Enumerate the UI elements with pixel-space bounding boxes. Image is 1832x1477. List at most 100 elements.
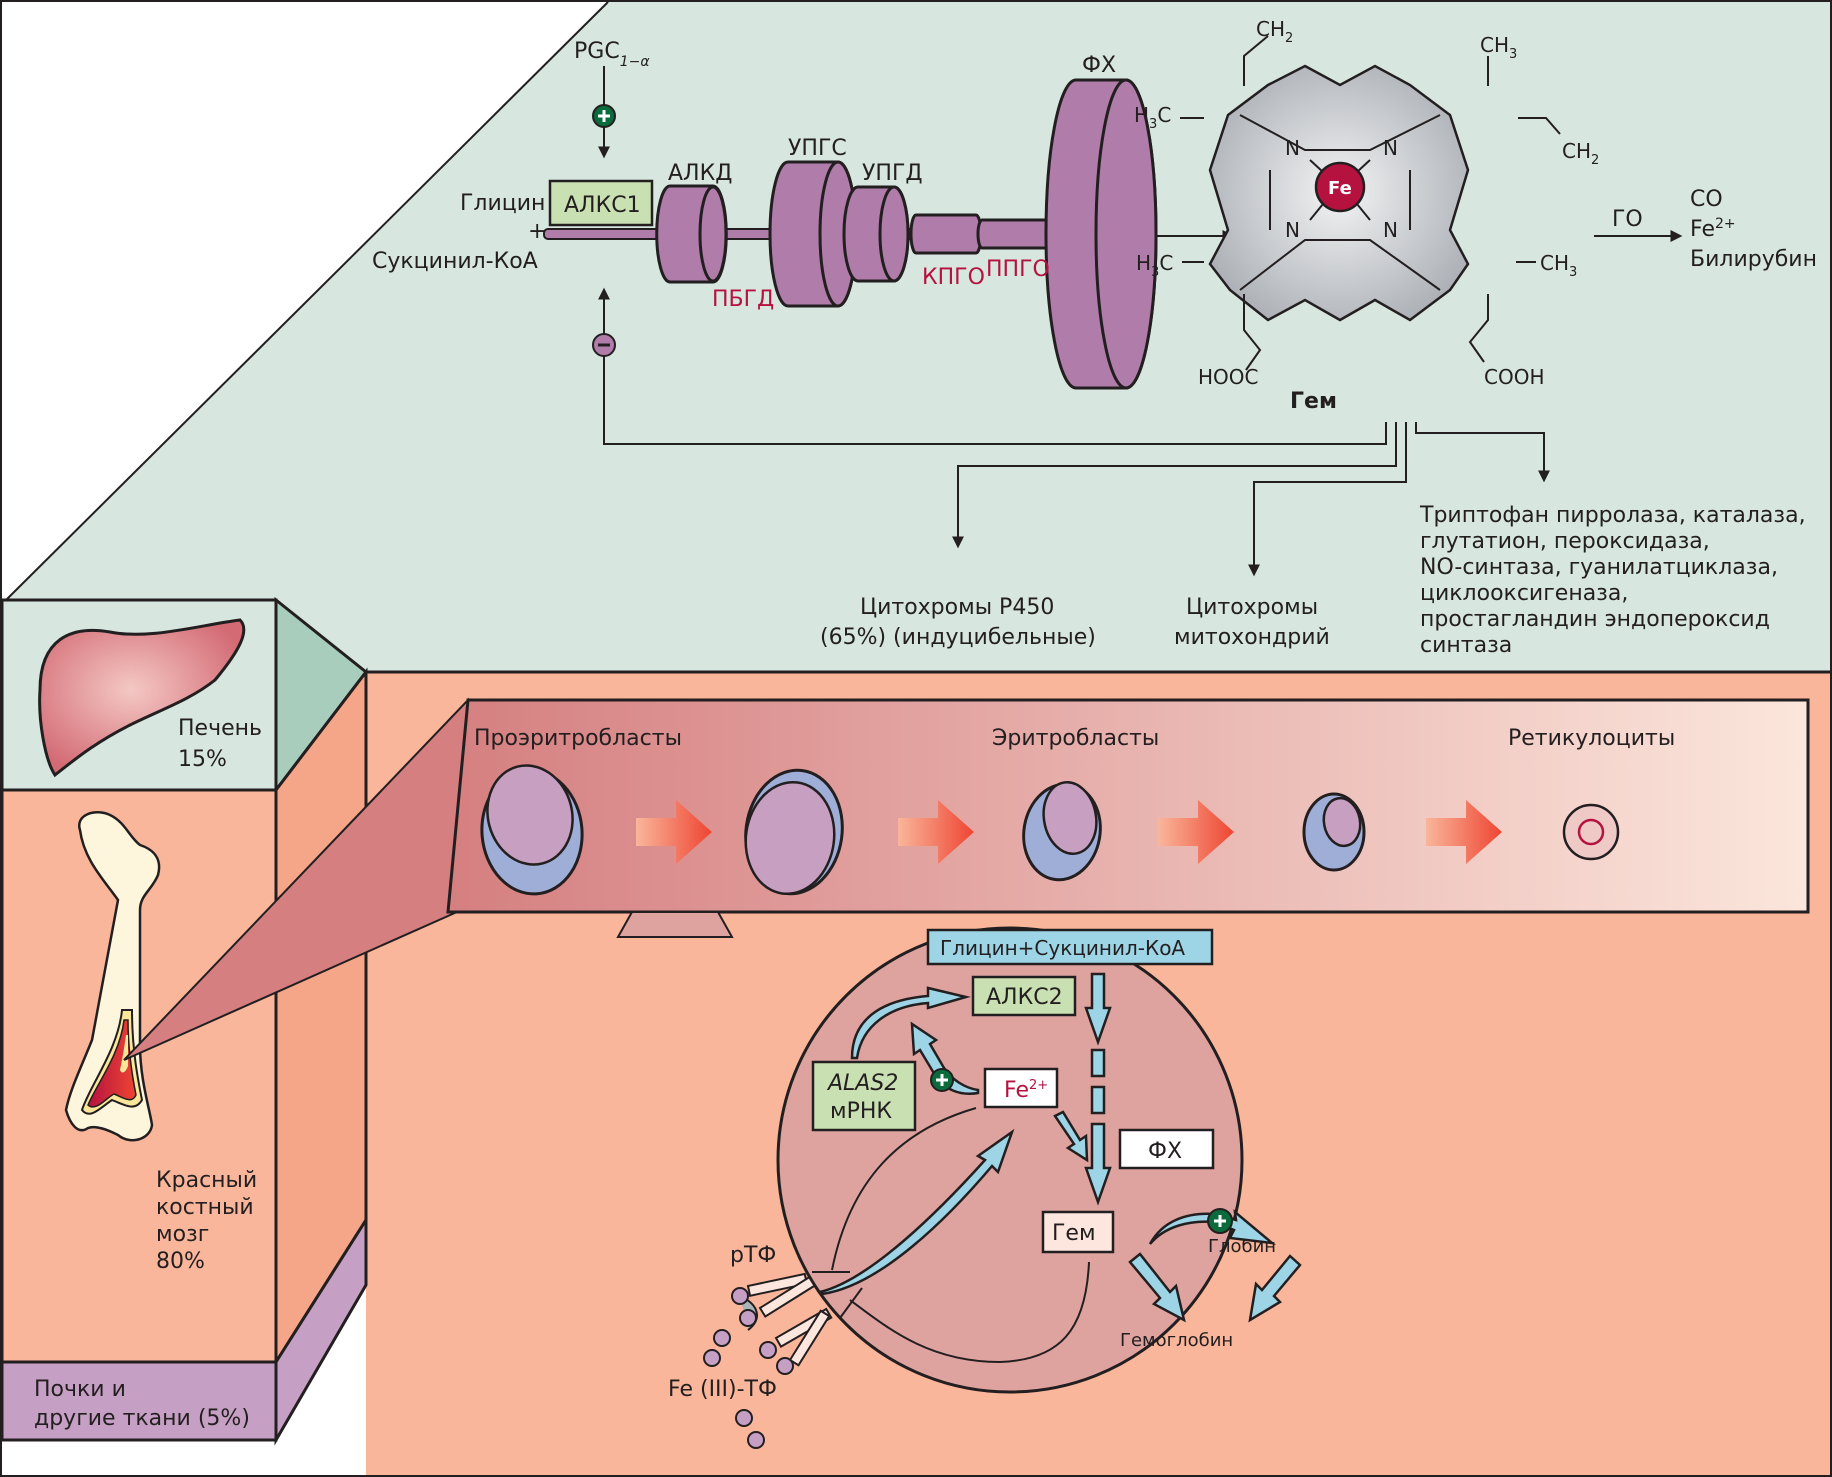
marrow-label-4: 80%: [156, 1249, 205, 1274]
fe-box: [983, 1067, 1059, 1109]
svg-text:глутатион, пероксидаза,: глутатион, пероксидаза,: [1420, 529, 1710, 554]
mito-line-2: митохондрий: [1174, 625, 1330, 650]
p450-line-2: (65%) (индуцибельные): [820, 625, 1096, 650]
cooh-label: COOH: [1484, 365, 1545, 389]
svg-text:N: N: [1383, 136, 1398, 160]
enzyme-fx: ФХ: [1082, 53, 1116, 78]
h3c-top: H3C: [1134, 103, 1171, 132]
ch3-top: CH3: [1480, 33, 1517, 62]
pgc-label: PGC1−α: [574, 39, 650, 70]
stage-proerythroblasts: Проэритробласты: [474, 726, 682, 751]
svg-text:N: N: [1285, 218, 1300, 242]
enzyme-pbgd: ПБГД: [712, 287, 774, 312]
mito-line-1: Цитохромы: [1186, 595, 1318, 620]
liver-icon: [38, 618, 246, 778]
heme-inhibition-line: [849, 1261, 1090, 1364]
maturation-arrow-1: [636, 800, 712, 864]
kpgo-cylinder: [909, 213, 983, 255]
ch2-right: CH2: [1562, 139, 1599, 168]
alas1-box: [548, 179, 654, 227]
heme-molecule: Fe N N N N: [1180, 35, 1561, 371]
enzyme-kpgo: КПГО: [922, 265, 985, 290]
heme-label: Гем: [1290, 389, 1337, 414]
other-hemoproteins: Триптофан пирролаза, каталаза, глутатион…: [1419, 503, 1806, 658]
early-erythroblast-cell: [744, 768, 844, 896]
enzyme-alkd: АЛКД: [668, 161, 732, 186]
maturation-arrow-3: [1158, 800, 1234, 864]
svg-text:N: N: [1383, 218, 1398, 242]
cell-connector: [616, 911, 734, 938]
reticulocyte-cell: [1562, 803, 1620, 861]
upgd-cylinder: [842, 185, 910, 283]
svg-text:Fe: Fe: [1328, 178, 1352, 199]
erythroid-cell: [776, 926, 1244, 1394]
maturation-arrow-2: [898, 800, 974, 864]
alas2-mrna-line2: мРНК: [830, 1099, 892, 1124]
product-bilirubin: Билирубин: [1690, 247, 1817, 272]
alas2-mrna-box: [811, 1060, 917, 1132]
svg-text:циклооксигеназа,: циклооксигеназа,: [1420, 581, 1628, 606]
enzyme-upgs: УПГС: [788, 136, 847, 161]
fe-transferrin-molecules: [703, 1287, 794, 1449]
heme-to-hemoglobin-arrow: [1128, 1252, 1186, 1323]
hooc-label: HOOC: [1198, 365, 1259, 389]
top-panel-diagonal: [1, 1, 609, 605]
maturation-arrow-4: [1426, 800, 1502, 864]
alas2-mrna-line1: ALAS2: [826, 1071, 898, 1096]
p450-line-1: Цитохромы Р450: [860, 595, 1054, 620]
pathway-dash-2: [1090, 1085, 1106, 1115]
svg-text:синтаза: синтаза: [1420, 633, 1512, 658]
hemoglobin-label: Гемоглобин: [1120, 1330, 1233, 1351]
mito-arrow: [1248, 422, 1407, 577]
other-arrow: [1415, 422, 1550, 483]
kidney-label-1: Почки и: [34, 1377, 126, 1402]
svg-text:Триптофан пирролаза, каталаза,: Триптофан пирролаза, каталаза,: [1419, 503, 1806, 528]
kidney-panel: [0, 1360, 278, 1442]
alas2-label: АЛКС2: [986, 985, 1063, 1010]
glycine-label: Глицин: [460, 191, 545, 216]
svg-text:N: N: [1285, 136, 1300, 160]
alas2-box: [971, 975, 1077, 1017]
substrate-box: [926, 928, 1214, 966]
erythroblast-cell: [1022, 781, 1102, 882]
fe-to-alas2-arrow: [910, 1021, 980, 1095]
fe-label: Fe2+: [1004, 1078, 1048, 1103]
fx-label: ФХ: [1148, 1139, 1182, 1164]
marrow-label-3: мозг: [156, 1222, 209, 1247]
ch3-right: CH3: [1540, 251, 1577, 280]
transferrin-receptor: [746, 1272, 833, 1367]
plus-sign: +: [528, 219, 546, 244]
liver-label: Печень: [178, 716, 262, 741]
p450-arrow: [952, 422, 1397, 549]
marrow-label-1: Красный: [156, 1168, 257, 1193]
alkd-cylinder: [655, 184, 728, 284]
svg-text:простагландин эндопероксид: простагландин эндопероксид: [1420, 607, 1770, 632]
uptake-to-fe-arrow: [817, 1128, 1015, 1296]
fx-cylinder: [1044, 78, 1158, 390]
pathway-dash-1: [1090, 1048, 1106, 1078]
ch2-top: CH2: [1256, 17, 1293, 46]
fe-inhibition-line: [831, 1107, 977, 1271]
heme-box-label: Гем: [1052, 1221, 1096, 1246]
proerythroblast-cell: [480, 764, 584, 896]
heme-to-globin-arrow: [1148, 1208, 1277, 1245]
fx-box: [1118, 1128, 1215, 1170]
svg-text:NO-синтаза, гуанилатциклаза,: NO-синтаза, гуанилатциклаза,: [1420, 555, 1778, 580]
mrna-to-alas2-arrow: [850, 986, 971, 1060]
rtf-label: рТФ: [730, 1243, 776, 1268]
enzyme-ppgo: ППГО: [986, 257, 1050, 282]
product-fe: Fe2+: [1690, 216, 1736, 242]
late-erythroblast-cell: [1302, 792, 1366, 872]
succinyl-coa-label: Сукцинил-КоА: [372, 249, 538, 274]
fe-tf-label: Fe (III)-ТФ: [668, 1377, 777, 1402]
globin-to-hemoglobin-arrow: [1248, 1254, 1302, 1323]
stage-reticulocytes: Ретикулоциты: [1508, 726, 1675, 751]
ho-label: ГО: [1612, 207, 1643, 232]
product-co: CO: [1690, 187, 1723, 212]
pathway-arrow-bottom: [1084, 1122, 1112, 1206]
plus-icon: [592, 104, 616, 128]
h3c-bottom: H3C: [1136, 251, 1173, 280]
stage-erythroblasts: Эритробласты: [992, 726, 1159, 751]
heme-box: [1041, 1210, 1115, 1254]
